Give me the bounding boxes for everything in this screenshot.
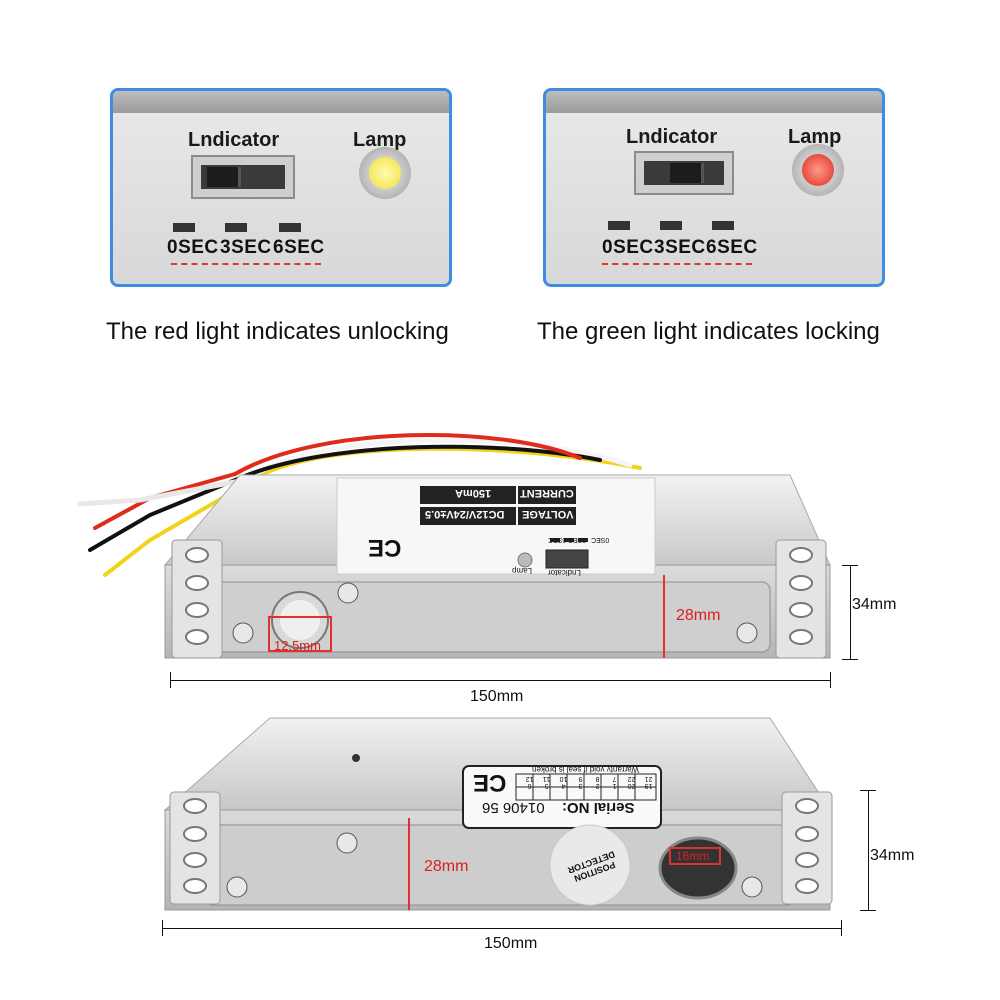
bolt-diameter-dimension: 12.5mm (274, 638, 321, 653)
serial-value: 01406 56 (482, 799, 545, 816)
lamp-bulb-yellow (369, 157, 401, 189)
ce-mark: CE (473, 769, 507, 796)
panel-housing-edge (113, 91, 449, 113)
lamp-label: Lamp (788, 126, 842, 148)
caption-unlocking: The red light indicates unlocking (106, 318, 449, 345)
label-voltage-value: DC12V/24V±0.5 (425, 508, 505, 520)
sec-underline (171, 263, 321, 265)
label-indicator: Lndicator (548, 568, 581, 577)
sec-label-0: 0SEC (602, 237, 654, 258)
indicator-switch (634, 151, 734, 195)
lock-bottom-illustration (163, 717, 833, 911)
sec-label-6: 6SEC (706, 237, 758, 258)
indicator-switch (191, 155, 295, 199)
height-marker-line (663, 575, 665, 658)
height-marker-line (408, 818, 410, 910)
depth-dimension: 34mm (852, 596, 897, 613)
indicator-label: Lndicator (626, 126, 718, 148)
ce-mark: CE (368, 534, 402, 561)
height-dimension: 28mm (424, 858, 469, 875)
warranty-text: Warranty void if seal is broken (532, 765, 639, 774)
lamp-indicator (792, 144, 844, 196)
label-current-value: 150mA (455, 487, 492, 499)
sec-label-3: 3SEC (220, 237, 272, 258)
length-marker-line (170, 680, 831, 681)
depth-marker-line (868, 790, 869, 910)
length-dimension: 150mm (470, 688, 524, 705)
indicator-panel-red: Lndicator Lamp 0SEC 3SEC 6SEC (543, 88, 885, 287)
sec-label-0: 0SEC (167, 237, 219, 258)
length-dimension: 150mm (484, 935, 538, 952)
lamp-indicator (359, 147, 411, 199)
height-dimension: 28mm (676, 607, 721, 624)
sec-label-6: 6SEC (273, 237, 325, 258)
indicator-label: Lndicator (188, 129, 280, 151)
depth-marker-line (850, 565, 851, 660)
label-sec-3: 3SEC (568, 536, 587, 543)
depth-dimension: 34mm (870, 847, 915, 864)
lamp-label: Lamp (353, 129, 407, 151)
caption-locking: The green light indicates locking (537, 318, 880, 345)
lamp-bulb-red (802, 154, 834, 186)
label-current-key: CURRENT (520, 487, 574, 499)
label-sec-6: 6SEC (548, 536, 567, 543)
length-marker-line (162, 928, 842, 929)
hole-diameter-dimension: 16mm (676, 849, 710, 863)
label-lamp: Lamp (512, 566, 533, 575)
label-voltage-key: VOLTAGE (522, 508, 574, 520)
label-sec-0: 0SEC (591, 536, 610, 543)
sec-underline (602, 263, 752, 265)
wires (77, 432, 642, 577)
serial-label: Serial NO: (562, 799, 635, 816)
sec-label-3: 3SEC (654, 237, 706, 258)
grid-cells: 19 20 1 2 3 4 5 6 21 22 7 8 9 10 11 12 (525, 775, 653, 789)
indicator-panel-yellow: Lndicator Lamp 0SEC 3SEC 6SEC (110, 88, 452, 287)
panel-housing-edge (546, 91, 882, 113)
